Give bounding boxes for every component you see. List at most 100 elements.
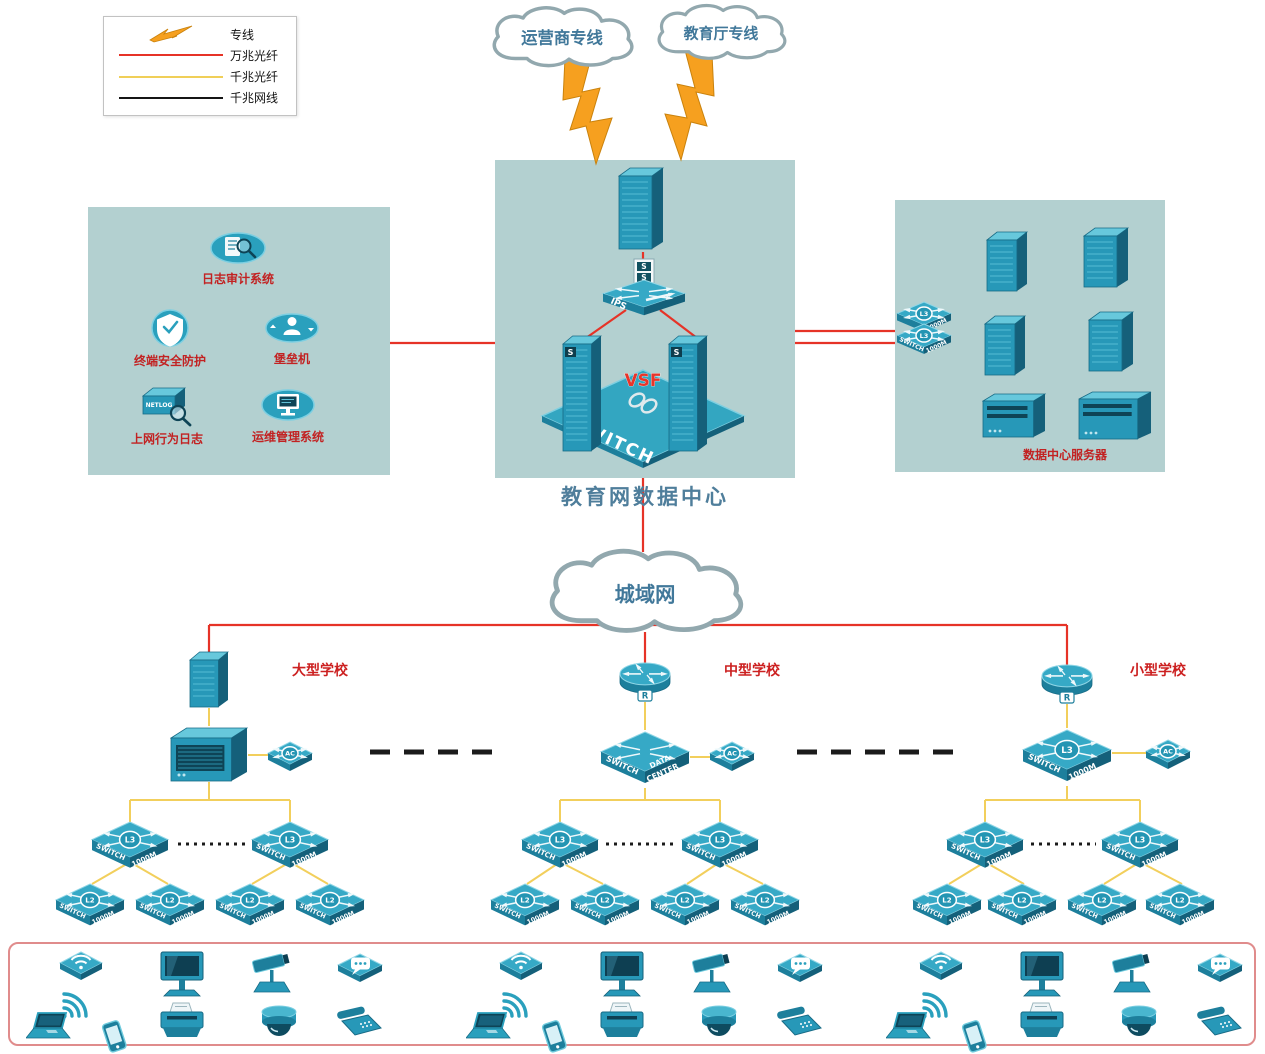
endpoint-monitor-icon bbox=[1018, 950, 1066, 1002]
black-line-sample bbox=[119, 96, 223, 99]
medium-school-ac: AC bbox=[708, 740, 756, 777]
svg-text:L2: L2 bbox=[760, 896, 769, 905]
ops-icon bbox=[236, 384, 340, 426]
svg-text:L3: L3 bbox=[1135, 835, 1145, 844]
endpoint-protect-icon bbox=[120, 306, 220, 350]
large-school-firewall bbox=[188, 650, 230, 712]
svg-text:L3: L3 bbox=[980, 835, 990, 844]
school-label-medium: 中型学校 bbox=[724, 663, 780, 679]
cloud-isp-label: 运营商专线 bbox=[521, 29, 603, 48]
cloud-edu: 教育厅专线 bbox=[657, 3, 787, 60]
svg-text:L3: L3 bbox=[555, 835, 565, 844]
svg-text:L3: L3 bbox=[1061, 746, 1073, 756]
endpoint-im-chat-icon bbox=[1196, 952, 1244, 990]
lightning-bolt-icon bbox=[664, 49, 715, 162]
endpoint-wlan-ap-icon bbox=[58, 950, 104, 988]
svg-text:L2: L2 bbox=[680, 896, 689, 905]
yellow-line-sample bbox=[119, 75, 223, 78]
server-zone-label: 数据中心服务器 bbox=[1022, 448, 1107, 462]
svg-text:R: R bbox=[1064, 694, 1071, 704]
endpoint-wlan-ap-icon bbox=[918, 950, 964, 988]
school-label-small: 小型学校 bbox=[1130, 663, 1186, 679]
endpoint-im-chat-icon bbox=[336, 952, 384, 990]
endpoint-dome-camera-icon bbox=[1118, 1002, 1160, 1046]
svg-text:L2: L2 bbox=[165, 896, 174, 905]
legend-row-dedicated-line: 专线 bbox=[112, 24, 288, 44]
security-item-log-audit: 日志审计系统 bbox=[188, 226, 288, 287]
endpoint-wlan-ap-icon bbox=[498, 950, 544, 988]
svg-text:L2: L2 bbox=[1175, 896, 1184, 905]
endpoint-cctv-camera-icon bbox=[250, 950, 300, 1000]
endpoint-im-chat-icon bbox=[776, 952, 824, 990]
medium-school-router: R bbox=[618, 660, 672, 706]
endpoint-laptop-icon bbox=[465, 1012, 514, 1046]
cloud-edu-label: 教育厅专线 bbox=[683, 24, 759, 42]
red-line-sample bbox=[119, 54, 223, 57]
endpoint-printer-icon bbox=[158, 1002, 206, 1046]
large-school-server bbox=[169, 726, 249, 786]
endpoint-desk-phone-icon bbox=[334, 1004, 384, 1048]
svg-text:L2: L2 bbox=[942, 896, 951, 905]
bastion-icon bbox=[242, 308, 342, 348]
svg-text:L2: L2 bbox=[1017, 896, 1026, 905]
cloud-man: 城域网 bbox=[549, 548, 744, 633]
svg-text:L3: L3 bbox=[125, 835, 135, 844]
legend-label: 专线 bbox=[230, 27, 255, 42]
server-rack bbox=[981, 392, 1047, 442]
security-item-ops: 运维管理系统 bbox=[236, 384, 340, 445]
svg-text:VSF: VSF bbox=[624, 371, 661, 391]
legend-row-1g-fiber: 千兆光纤 bbox=[112, 67, 288, 87]
datacenter-title: 教育网数据中心 bbox=[561, 484, 729, 509]
svg-text:AC: AC bbox=[1163, 748, 1173, 756]
svg-text:L3: L3 bbox=[920, 332, 929, 340]
core-firewall bbox=[617, 166, 665, 254]
small-school-router: R bbox=[1040, 662, 1094, 708]
legend-row-10g-fiber: 万兆光纤 bbox=[112, 45, 288, 65]
endpoint-printer-icon bbox=[598, 1002, 646, 1046]
endpoint-printer-icon bbox=[1018, 1002, 1066, 1046]
netlog-icon: NETLOG bbox=[112, 384, 222, 428]
bastion-label: 堡垒机 bbox=[273, 352, 310, 366]
endpoint-dome-camera-icon bbox=[698, 1002, 740, 1046]
server-tower bbox=[1087, 310, 1135, 376]
endpoint-desk-phone-icon bbox=[774, 1004, 824, 1048]
security-item-bastion: 堡垒机 bbox=[242, 308, 342, 367]
endpoint-smartphone-icon bbox=[954, 1020, 994, 1054]
school-label-large: 大型学校 bbox=[292, 663, 348, 679]
cloud-isp: 运营商专线 bbox=[492, 6, 634, 68]
core-server-left: S bbox=[561, 334, 603, 456]
endpoint-dome-camera-icon bbox=[258, 1002, 300, 1046]
log-audit-icon bbox=[188, 226, 288, 268]
endpoint-smartphone-icon bbox=[534, 1020, 574, 1054]
svg-text:R: R bbox=[642, 692, 649, 702]
svg-text:L3: L3 bbox=[715, 835, 725, 844]
svg-text:S: S bbox=[568, 348, 574, 357]
cloud-man-label: 城域网 bbox=[615, 582, 676, 606]
cloud-shape bbox=[657, 3, 787, 60]
svg-text:S: S bbox=[641, 273, 646, 282]
endpoint-laptop-icon bbox=[25, 1012, 74, 1046]
endpoint-protect-label: 终端安全防护 bbox=[133, 354, 206, 368]
legend-row-1g-cable: 千兆网线 bbox=[112, 88, 288, 108]
small-school-ac: AC bbox=[1144, 738, 1192, 775]
legend: 专线 万兆光纤 千兆光纤 千兆网线 bbox=[103, 16, 297, 116]
ops-label: 运维管理系统 bbox=[251, 430, 324, 444]
